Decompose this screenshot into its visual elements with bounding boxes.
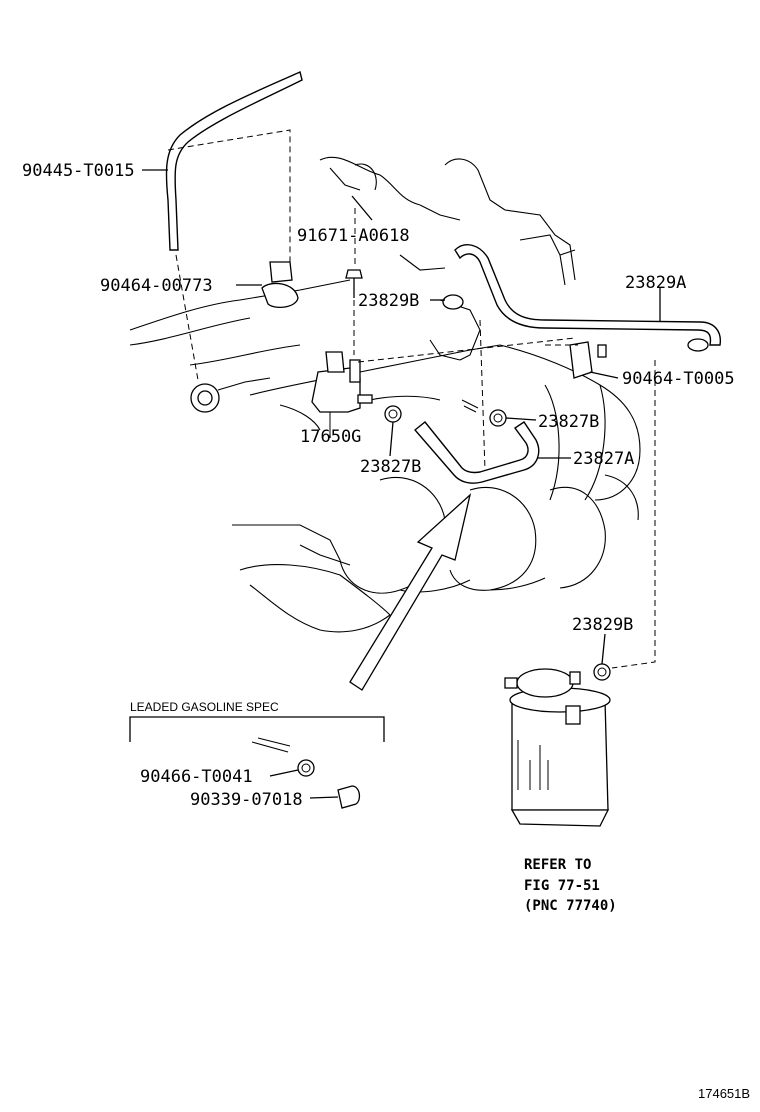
label-90464-t0005: 90464-T0005 [622,369,735,389]
figure-id: 174651B [698,1086,750,1101]
direction-arrow [349,493,472,691]
spec-plug-icon [337,785,361,809]
dashed-guides [167,129,656,669]
clip-23827b-right[interactable] [489,409,507,427]
refer-line-3: (PNC 77740) [524,898,617,914]
clamp-90464-t0005[interactable] [569,341,607,379]
refer-note: REFER TO FIG 77-51 (PNC 77740) [524,857,617,914]
engine-outline [129,156,641,633]
label-90464-00773: 90464-00773 [100,276,213,296]
label-23829a: 23829A [625,273,686,293]
label-23827b-left: 23827B [360,457,421,477]
label-91671-a0618: 91671-A0618 [297,226,410,246]
refer-line-2: FIG 77-51 [524,878,600,894]
label-23829b-upper: 23829B [358,291,419,311]
label-23827a: 23827A [573,449,634,469]
label-90339-07018: 90339-07018 [190,790,303,810]
label-23829b-canister: 23829B [572,615,633,635]
vsv-valve-17650g[interactable] [311,351,373,435]
bolt-91671-a0618[interactable] [345,269,363,298]
label-17650g: 17650G [300,427,361,447]
clip-23829b-canister[interactable] [593,663,611,681]
hose-90445-t0015[interactable] [165,71,303,251]
hose-23827a[interactable] [413,421,540,484]
leaded-spec-box: LEADED GASOLINE SPEC 90466-T0041 90339-0… [129,700,385,810]
clip-23829b-upper[interactable] [442,294,464,310]
label-90445-t0015: 90445-T0015 [22,161,135,181]
spec-pipe [251,737,291,753]
charcoal-canister[interactable] [504,668,611,827]
hose-23829a[interactable] [454,244,722,352]
leaded-spec-title: LEADED GASOLINE SPEC [130,700,279,714]
refer-line-1: REFER TO [524,857,591,873]
sensor-left [190,377,271,413]
label-23827b-right: 23827B [538,412,599,432]
clip-23827b-left[interactable] [384,405,402,423]
spec-clamp-icon [297,759,315,777]
clamp-90464-00773[interactable] [261,261,299,309]
label-90466-t0041: 90466-T0041 [140,767,253,787]
leader-lines [142,169,661,665]
pipe-stub [461,399,479,413]
